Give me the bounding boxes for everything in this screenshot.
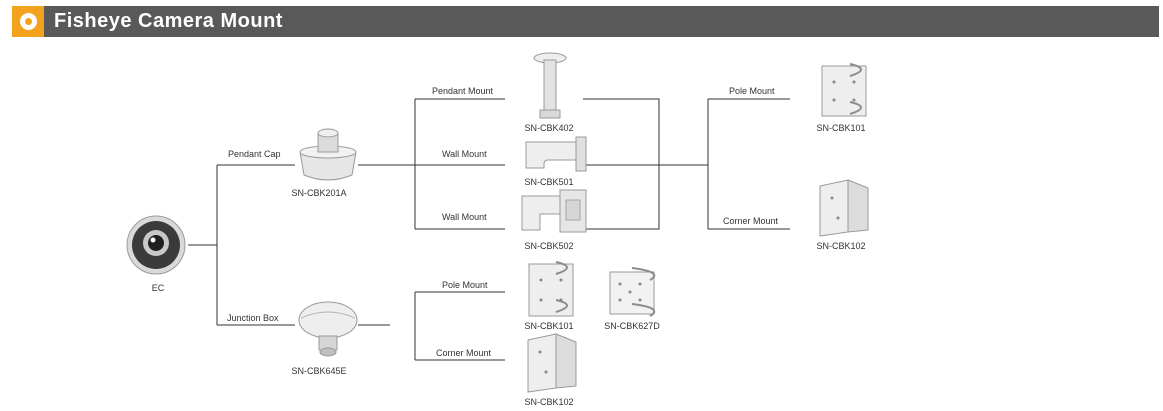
product-name-cbk402: SN-CBK402 (524, 123, 574, 133)
junction-box-image (298, 301, 358, 357)
product-name-cbk102-right: SN-CBK102 (816, 241, 866, 251)
product-name-cbk102-bottom: SN-CBK102 (524, 397, 574, 407)
product-name-cbk502: SN-CBK502 (524, 241, 574, 251)
product-name-ec: EC (151, 283, 165, 293)
pole-mount-627d-image (609, 267, 656, 317)
label-wall-mount-1: Wall Mount (442, 149, 487, 159)
product-name-cbk101-bottom: SN-CBK101 (524, 321, 574, 331)
label-pole-mount-bottom: Pole Mount (442, 280, 488, 290)
pole-mount-right-image (821, 63, 867, 117)
circle-dot-icon (20, 13, 37, 30)
product-name-cbk501: SN-CBK501 (524, 177, 574, 187)
connector-junction-branches (358, 291, 505, 361)
connector-ec-branches (188, 164, 295, 326)
label-pendant-cap: Pendant Cap (228, 149, 281, 159)
ec-camera-image (126, 215, 186, 275)
connector-right-branches (659, 98, 790, 230)
pendant-cap-image (299, 128, 357, 181)
wall-mount-1-image (525, 136, 587, 172)
corner-mount-right-image (819, 179, 869, 237)
label-junction-box: Junction Box (227, 313, 279, 323)
pendant-mount-image (533, 52, 567, 119)
product-name-cbk627d: SN-CBK627D (604, 321, 660, 331)
page-title: Fisheye Camera Mount (54, 10, 283, 32)
wall-mount-2-image (521, 189, 587, 233)
label-corner-mount-right: Corner Mount (723, 216, 779, 226)
product-name-cbk201a: SN-CBK201A (291, 188, 347, 198)
label-pole-mount-right: Pole Mount (729, 86, 775, 96)
label-wall-mount-2: Wall Mount (442, 212, 487, 222)
connector-adaptor-join (583, 98, 660, 230)
pole-mount-bottom-image (528, 261, 574, 317)
header-accent (12, 6, 44, 37)
connector-cap-branches (358, 98, 505, 230)
label-pendant-mount: Pendant Mount (432, 86, 494, 96)
label-corner-mount-bottom: Corner Mount (436, 348, 492, 358)
section-header: Fisheye Camera Mount (12, 6, 1159, 37)
connector-lines (188, 98, 790, 361)
product-name-cbk101-right: SN-CBK101 (816, 123, 866, 133)
product-name-cbk645e: SN-CBK645E (291, 366, 347, 376)
corner-mount-bottom-image (527, 333, 577, 393)
